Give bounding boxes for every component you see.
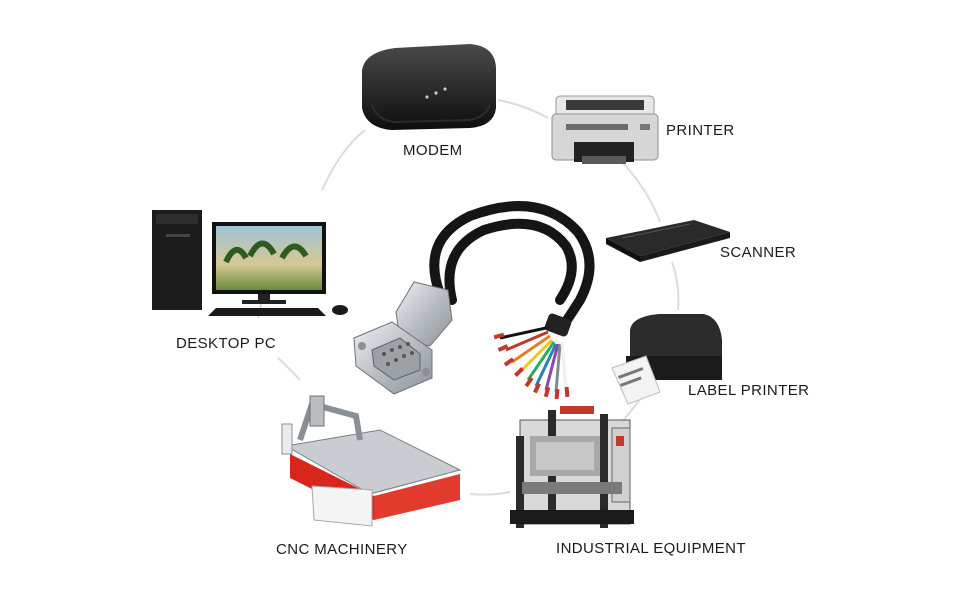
label-desktop-pc: DESKTOP PC: [176, 335, 277, 352]
label-industrial-equipment: INDUSTRIAL EQUIPMENT: [556, 540, 746, 557]
label-scanner: SCANNER: [720, 244, 797, 261]
label-cnc-machinery: CNC MACHINERY: [276, 541, 408, 558]
db9-cable-image: [353, 201, 595, 400]
scanner-image: [606, 220, 730, 262]
modem-image: [362, 44, 496, 130]
printer-image: [551, 95, 659, 164]
connection-ring: [257, 99, 680, 496]
label-printer-image: [611, 314, 722, 405]
label-printer: PRINTER: [666, 122, 735, 139]
desktop-pc-image: [152, 210, 348, 316]
cnc-machinery-image: [281, 395, 462, 527]
label-modem: MODEM: [403, 142, 463, 159]
label-label-printer: LABEL PRINTER: [688, 382, 810, 399]
industrial-equipment-image: [510, 406, 634, 528]
